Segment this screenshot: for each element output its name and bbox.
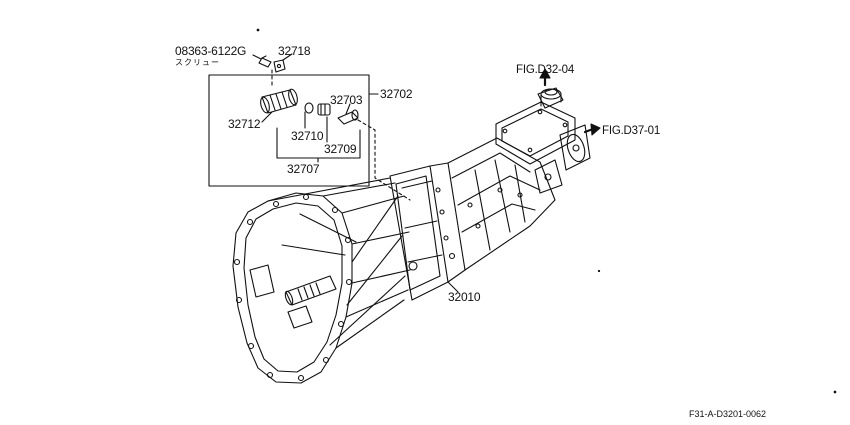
label-screw-name: スクリュー <box>175 58 220 67</box>
gear-32709 <box>317 103 331 116</box>
sleeve-32712 <box>260 88 298 123</box>
arrow-up-icon <box>539 68 551 79</box>
label-screw-part-no: 08363-6122G <box>175 44 247 58</box>
transmission-housing <box>232 87 591 384</box>
label-32718: 32718 <box>278 44 311 58</box>
bracket-32718 <box>273 53 293 73</box>
arrow-right-icon <box>590 123 601 136</box>
label-32709: 32709 <box>324 142 357 156</box>
inset-box <box>208 74 370 187</box>
label-32710: 32710 <box>291 129 324 143</box>
label-32703: 32703 <box>330 93 363 107</box>
screw-part <box>252 54 272 68</box>
ref-fig-right: FIG.D37-01 <box>602 125 661 137</box>
oring-32710 <box>304 102 314 114</box>
label-32702: 32702 <box>380 87 413 101</box>
ref-fig-top: FIG.D32-04 <box>516 64 575 76</box>
footer-code: F31-A-D3201-0062 <box>689 409 767 419</box>
pin-32703 <box>337 103 359 125</box>
label-32707: 32707 <box>287 162 320 176</box>
label-32010: 32010 <box>448 290 481 304</box>
label-32712: 32712 <box>228 117 261 131</box>
